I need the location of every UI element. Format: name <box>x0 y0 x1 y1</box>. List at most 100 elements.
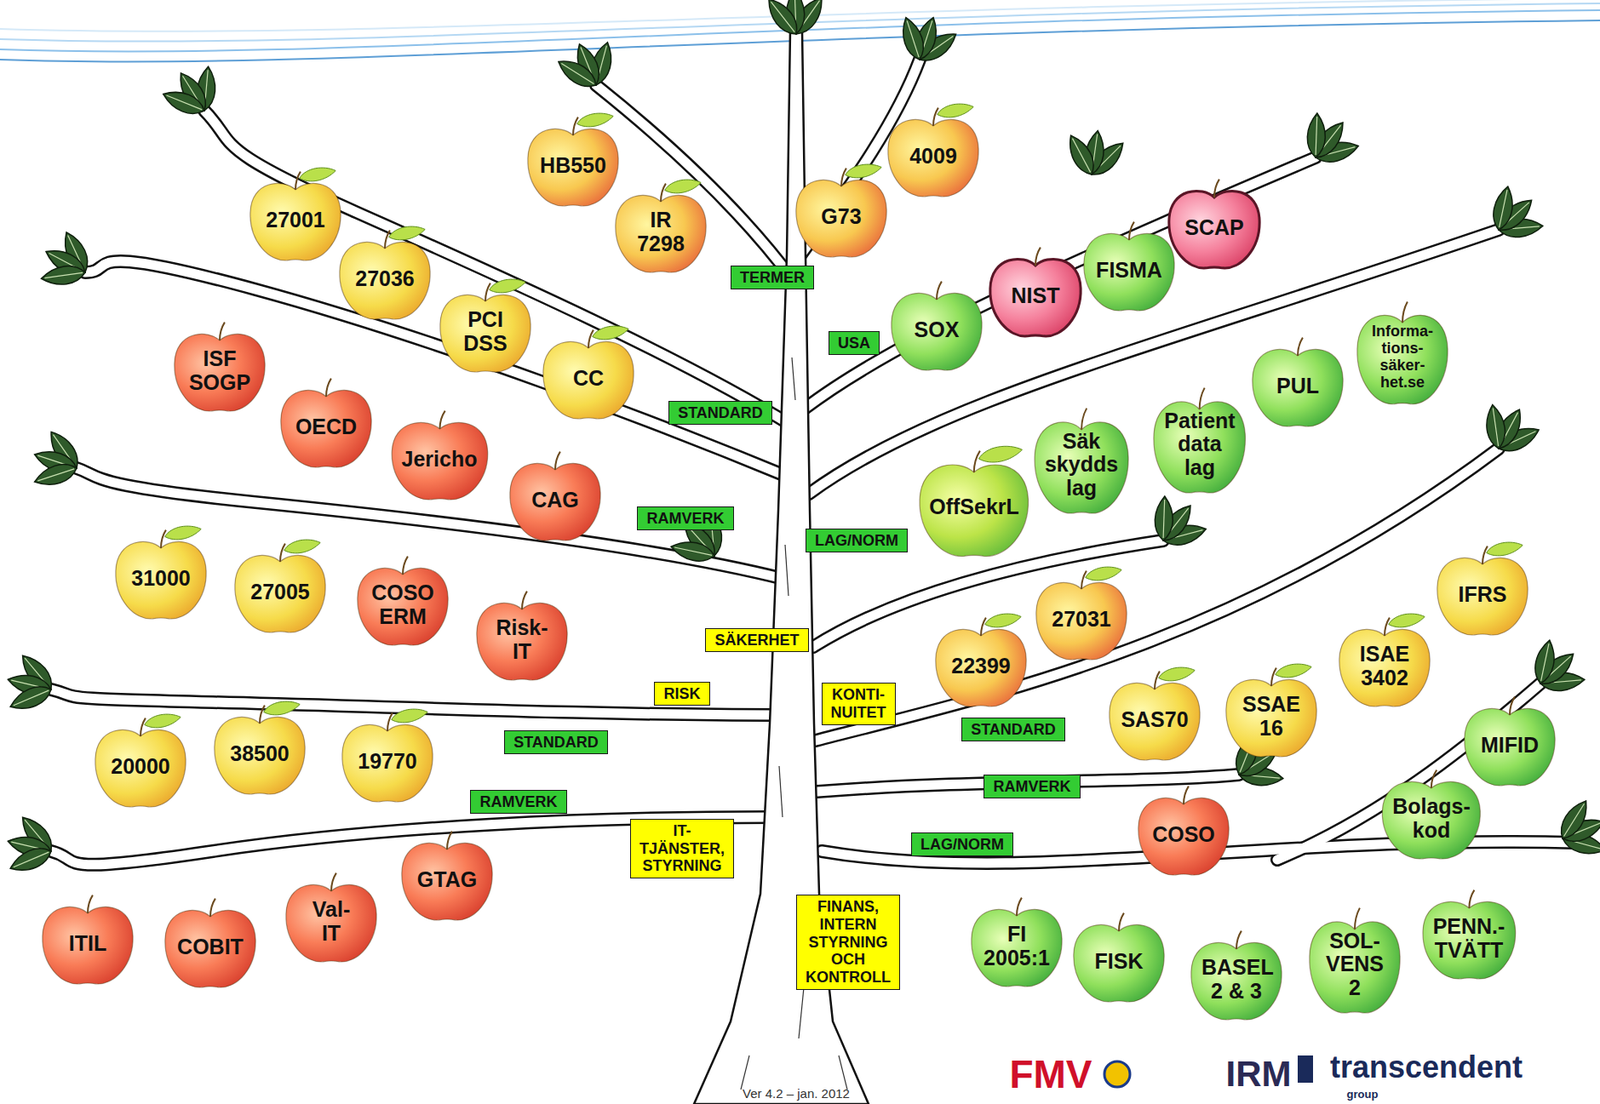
apple-stem <box>555 452 561 471</box>
apple-shape: COSO ERM <box>352 551 454 648</box>
apple-shape: 22399 <box>930 613 1032 709</box>
node-label: 19770 <box>357 750 418 775</box>
apple-body <box>1138 797 1229 876</box>
node-label: COBIT <box>177 935 244 960</box>
apple-body <box>1382 781 1480 860</box>
logo-text: FMV <box>1009 1051 1092 1098</box>
apple-stem <box>1509 697 1515 716</box>
apple-shape: HB550 <box>522 112 624 208</box>
apple-body <box>615 194 706 273</box>
apple-stem <box>331 873 337 892</box>
apple-stem <box>936 281 942 300</box>
apple-stem <box>1236 931 1242 950</box>
apple-stem <box>974 450 981 472</box>
apple-body <box>1073 924 1165 1003</box>
node-label: Säk skydds lag <box>1044 430 1119 501</box>
apple-body <box>971 909 1062 987</box>
node-label: Informa- tions- säker- het.se <box>1371 323 1434 391</box>
apple-body <box>1309 922 1400 1014</box>
node-label: ITIL <box>68 932 107 957</box>
apple-shape: OffSekrL <box>913 445 1035 559</box>
logo-text: transcendent <box>1330 1049 1523 1086</box>
apple-stem <box>841 168 847 187</box>
apple-body <box>919 464 1029 557</box>
apple-stem <box>1297 338 1303 356</box>
apple-leaf <box>1388 613 1425 628</box>
node-label: OffSekrL <box>929 495 1020 520</box>
node-label: ISF SOGP <box>189 347 251 395</box>
apple-body <box>1464 708 1555 786</box>
node-label: PCI DSS <box>463 308 507 356</box>
apple-stem <box>1154 671 1160 690</box>
apple-shape: PUL <box>1247 332 1348 429</box>
apple-stem <box>295 172 301 190</box>
logo-crest <box>1104 1061 1130 1088</box>
node-label: KONTI- NUITET <box>831 686 887 722</box>
apple-body <box>235 555 326 633</box>
node-label: RAMVERK <box>479 793 557 812</box>
apple-shape: COSO <box>1133 781 1234 878</box>
node-label: STANDARD <box>970 721 1056 740</box>
apple-stem <box>219 322 225 341</box>
apple-shape: PCI DSS <box>435 278 536 374</box>
apple-shape: 27031 <box>1031 566 1132 662</box>
apple-shape: BASEL 2 & 3 <box>1186 926 1287 1022</box>
apple-shape: NIST <box>985 242 1086 339</box>
node-label: IT- TJÄNSTER, STYRNING <box>639 822 725 876</box>
node-label: Risk-IT <box>495 616 548 664</box>
apple-shape: 27005 <box>229 539 331 635</box>
category-box: LAG/NORM <box>805 528 908 554</box>
apple-leaf <box>592 326 629 340</box>
apple-stem <box>1016 898 1022 917</box>
apple-shape: FISMA <box>1078 217 1180 313</box>
version-note: Ver 4.2 – jan. 2012 <box>742 1086 850 1102</box>
node-label: SOX <box>914 318 960 343</box>
apple-stem <box>87 895 93 914</box>
node-label: HB550 <box>539 154 607 178</box>
apple-shape: 4009 <box>883 103 984 199</box>
apple-leaf <box>489 279 526 293</box>
apple-shape: 19770 <box>337 708 438 804</box>
node-label: CAG <box>531 488 580 513</box>
category-box: STANDARD <box>668 401 773 426</box>
apple-shape: Säk skydds lag <box>1029 402 1134 517</box>
category-box: STANDARD <box>961 717 1066 743</box>
node-label: PUL <box>1276 374 1319 399</box>
apple-body <box>935 629 1027 707</box>
category-box: STANDARD <box>504 730 608 756</box>
node-label: Patient data lag <box>1164 409 1235 481</box>
apple-shape: MIFID <box>1459 692 1560 788</box>
node-label: BASEL 2 & 3 <box>1201 956 1272 1004</box>
node-label: RAMVERK <box>646 510 724 528</box>
apple-stem <box>140 718 146 737</box>
apple-body <box>174 333 265 412</box>
node-label: Jericho <box>401 447 478 472</box>
apple-stem <box>521 591 528 610</box>
node-label: COSO ERM <box>371 581 435 629</box>
apple-body <box>357 567 448 646</box>
apple-body <box>286 884 377 963</box>
node-label: ISAE 3402 <box>1359 642 1410 690</box>
apple-leaf <box>391 709 428 723</box>
apple-stem <box>280 544 286 563</box>
apple-stem <box>402 556 408 575</box>
apple-body <box>165 910 256 988</box>
apple-shape: ISAE 3402 <box>1334 613 1435 709</box>
apple-stem <box>1035 247 1041 266</box>
apple-body <box>42 906 133 985</box>
apple-stem <box>1118 913 1125 932</box>
category-box: TERMER <box>730 265 815 291</box>
category-box: LAG/NORM <box>911 832 1014 858</box>
apple-stem <box>588 330 594 349</box>
category-box: USA <box>828 331 880 356</box>
leaf-clusters <box>0 0 1600 887</box>
apple-leaf <box>1158 667 1195 682</box>
node-label: PENN.- TVÄTT <box>1433 915 1506 963</box>
apple-shape: GTAG <box>396 826 498 923</box>
node-label: Bolags- kod <box>1392 795 1471 843</box>
apple-stem <box>485 283 491 302</box>
apple-body <box>214 716 305 795</box>
apple-stem <box>259 705 265 724</box>
apple-body <box>796 179 887 258</box>
